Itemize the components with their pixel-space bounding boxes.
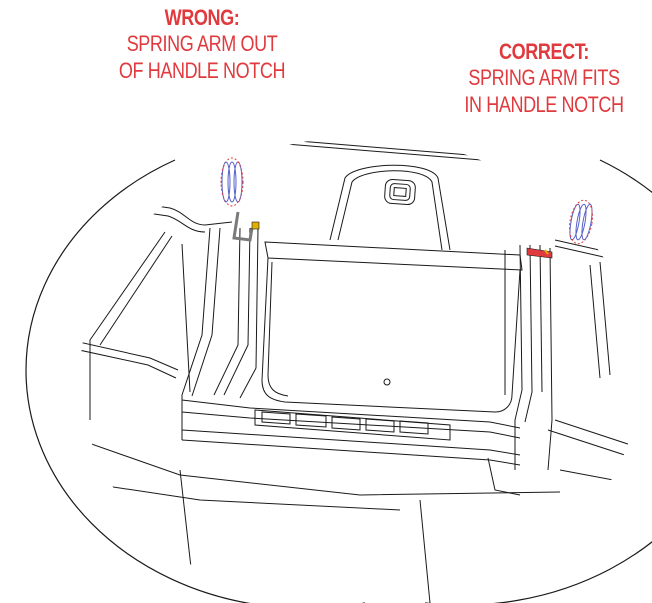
correct-spring-icon [569,199,593,245]
correct-callout: CORRECT: SPRING ARM FITS IN HANDLE NOTCH [444,40,644,118]
wrong-line-1: SPRING ARM OUT [126,31,278,56]
wrong-callout: WRONG: SPRING ARM OUT OF HANDLE NOTCH [92,6,312,84]
wrong-spring-arm [232,211,260,242]
drawer-drawing [80,137,640,603]
correct-spring-arm [526,247,553,259]
wrong-spring-icon [220,157,244,207]
correct-notch-marker [526,247,553,259]
wrong-line-2: OF HANDLE NOTCH [118,58,286,83]
magnifier-circle [25,159,652,603]
correct-line-1: SPRING ARM FITS [468,65,620,90]
wrong-heading: WRONG: [164,5,240,30]
wrong-notch-marker [251,221,260,230]
correct-line-2: IN HANDLE NOTCH [464,92,624,117]
correct-heading: CORRECT: [499,39,589,64]
